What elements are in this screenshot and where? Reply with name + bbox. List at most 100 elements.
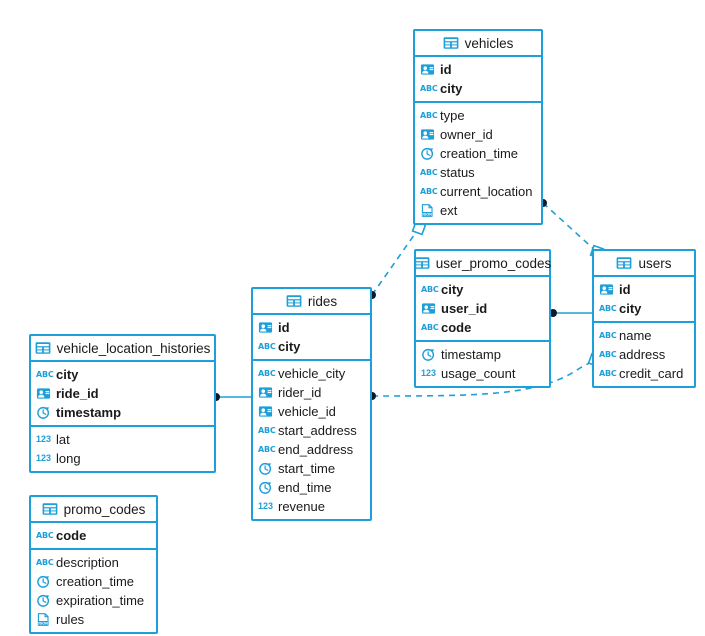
column-field[interactable]: creation_time <box>31 572 156 591</box>
column-field[interactable]: owner_id <box>415 125 541 144</box>
abc-icon: ABC <box>599 330 617 340</box>
field-name-label: vehicle_id <box>278 404 336 419</box>
primary-key-field[interactable]: id <box>415 60 541 79</box>
abc-icon: ABC <box>599 303 617 313</box>
column-field[interactable]: rider_id <box>253 383 370 402</box>
field-name-label: user_id <box>441 301 488 316</box>
field-name-label: id <box>440 62 452 77</box>
abc-icon: ABC <box>420 167 438 177</box>
entity-title-bar: vehicles <box>415 31 541 57</box>
column-field[interactable]: end_time <box>253 478 370 497</box>
json-icon: JSON <box>37 613 49 626</box>
table-icon <box>286 295 302 307</box>
field-name-label: end_time <box>278 480 332 495</box>
number-icon: 123 <box>36 453 52 463</box>
field-name-label: city <box>441 282 464 297</box>
column-field[interactable]: timestamp <box>416 345 549 364</box>
relationship-user-promo-codes-to-users[interactable] <box>549 309 592 317</box>
abc-icon: ABC <box>36 557 54 567</box>
field-name-label: id <box>619 282 631 297</box>
table-icon <box>414 257 430 269</box>
field-name-label: expiration_time <box>56 593 145 608</box>
table-icon <box>35 342 50 354</box>
column-field[interactable]: start_time <box>253 459 370 478</box>
abc-icon: ABC <box>421 322 439 332</box>
primary-key-field[interactable]: id <box>253 318 370 337</box>
field-name-label: city <box>440 81 463 96</box>
column-field[interactable]: vehicle_id <box>253 402 370 421</box>
json-icon: JSON <box>421 204 433 217</box>
clock-icon <box>259 481 272 494</box>
relationship-vehicle-location-histories-to-rides[interactable] <box>212 393 251 401</box>
field-name-label: timestamp <box>441 347 501 362</box>
column-field[interactable]: creation_time <box>415 144 541 163</box>
field-name-label: type <box>440 108 465 123</box>
field-name-label: start_address <box>278 423 357 438</box>
field-name-label: address <box>619 347 666 362</box>
field-name-label: owner_id <box>440 127 493 142</box>
number-icon: 123 <box>36 434 52 444</box>
field-name-label: credit_card <box>619 366 684 381</box>
entity-title-bar: rides <box>253 289 370 315</box>
key-person-icon <box>599 284 614 295</box>
number-icon: 123 <box>258 501 274 511</box>
entity-name-label: vehicles <box>464 35 514 51</box>
abc-icon: ABC <box>599 349 617 359</box>
field-name-label: city <box>56 367 79 382</box>
primary-key-field[interactable]: timestamp <box>31 403 214 422</box>
entity-title-bar: promo_codes <box>31 497 156 523</box>
entity-title-bar: user_promo_codes <box>414 251 552 277</box>
key-person-icon <box>258 406 273 417</box>
entity-name-label: user_promo_codes <box>435 255 552 271</box>
clock-icon <box>421 147 434 160</box>
clock-icon <box>37 575 50 588</box>
column-field[interactable]: expiration_time <box>31 591 156 610</box>
entity-name-label: rides <box>307 293 338 309</box>
field-name-label: code <box>56 528 87 543</box>
primary-key-field[interactable]: ride_id <box>31 384 214 403</box>
clock-icon <box>422 348 435 361</box>
clock-icon <box>37 406 50 419</box>
primary-key-field[interactable]: id <box>594 280 694 299</box>
primary-key-field[interactable]: user_id <box>416 299 549 318</box>
field-name-label: ride_id <box>56 386 99 401</box>
abc-icon: ABC <box>36 369 54 379</box>
key-person-icon <box>420 129 435 140</box>
table-icon <box>42 503 57 515</box>
